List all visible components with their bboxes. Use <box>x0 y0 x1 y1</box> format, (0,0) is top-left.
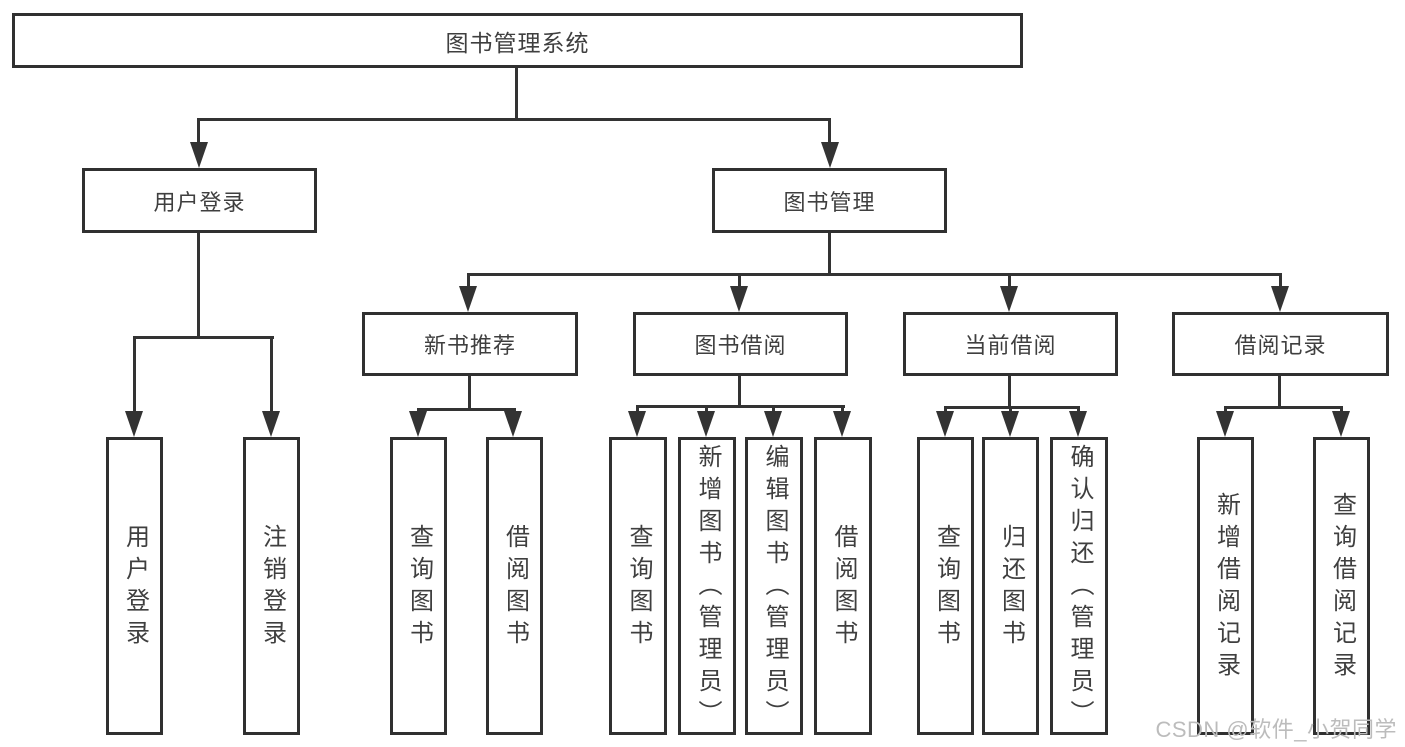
arrowhead-icon <box>190 142 208 168</box>
connector-stem <box>705 405 708 413</box>
node-current-borrowing: 当前借阅 <box>903 312 1118 376</box>
leaf-edit-book-admin: 编辑图书（管理员） <box>745 437 803 735</box>
arrowhead-icon <box>697 411 715 437</box>
leaf-borrow-books-borrow: 借阅图书 <box>814 437 872 735</box>
connector-stem <box>841 405 844 413</box>
leaf-query-books-borrow: 查询图书 <box>609 437 667 735</box>
leaf-add-borrow-record: 新增借阅记录 <box>1197 437 1254 735</box>
leaf-confirm-return-admin: 确认归还（管理员） <box>1050 437 1108 735</box>
leaf-query-books-current: 查询图书 <box>917 437 974 735</box>
connector-stem <box>133 336 136 413</box>
arrowhead-icon <box>821 142 839 168</box>
node-new-book-recommendation: 新书推荐 <box>362 312 578 376</box>
leaf-query-books-recommend: 查询图书 <box>390 437 447 735</box>
connector-stem <box>270 336 273 413</box>
arrowhead-icon <box>409 411 427 437</box>
connector-stem <box>1008 376 1011 408</box>
arrowhead-icon <box>764 411 782 437</box>
arrowhead-icon <box>730 286 748 312</box>
connector-level2-branch <box>197 118 831 121</box>
connector-stem <box>944 406 947 413</box>
arrowhead-icon <box>1000 286 1018 312</box>
leaf-query-borrow-record: 查询借阅记录 <box>1313 437 1370 735</box>
connector-stem <box>738 376 741 407</box>
connector-stem <box>636 405 639 413</box>
connector-stem <box>197 233 200 338</box>
node-library-management-system: 图书管理系统 <box>12 13 1023 68</box>
leaf-user-login: 用户登录 <box>106 437 163 735</box>
connector-stem <box>738 273 741 289</box>
connector-branch <box>133 336 274 339</box>
connector-stem <box>1224 406 1227 413</box>
arrowhead-icon <box>628 411 646 437</box>
connector-stem <box>772 405 775 413</box>
connector-stem <box>467 273 470 289</box>
connector-stem <box>1077 406 1080 413</box>
arrowhead-icon <box>125 411 143 437</box>
arrowhead-icon <box>1332 411 1350 437</box>
arrowhead-icon <box>1216 411 1234 437</box>
connector-stem <box>1278 376 1281 408</box>
connector-stem <box>1279 273 1282 289</box>
connector-stem <box>197 118 200 144</box>
node-user-login: 用户登录 <box>82 168 317 233</box>
connector-level3-branch <box>467 273 1282 276</box>
node-book-borrowing: 图书借阅 <box>633 312 848 376</box>
node-book-management: 图书管理 <box>712 168 947 233</box>
leaf-add-book-admin: 新增图书（管理员） <box>678 437 736 735</box>
connector-root-stem <box>515 68 518 121</box>
arrowhead-icon <box>936 411 954 437</box>
arrowhead-icon <box>262 411 280 437</box>
arrowhead-icon <box>1271 286 1289 312</box>
leaf-return-book: 归还图书 <box>982 437 1039 735</box>
connector-stem <box>1008 273 1011 289</box>
connector-stem <box>1340 406 1343 413</box>
leaf-borrow-books-recommend: 借阅图书 <box>486 437 543 735</box>
connector-branch <box>417 408 516 411</box>
node-borrowing-records: 借阅记录 <box>1172 312 1389 376</box>
arrowhead-icon <box>504 411 522 437</box>
connector-stem <box>828 233 831 275</box>
watermark: CSDN @软件_小贺同学 <box>1155 717 1397 742</box>
connector-branch <box>944 406 1080 409</box>
connector-stem <box>1009 406 1012 413</box>
arrowhead-icon <box>459 286 477 312</box>
arrowhead-icon <box>1069 411 1087 437</box>
connector-stem <box>468 376 471 410</box>
connector-branch <box>636 405 845 408</box>
connector-stem <box>828 118 831 144</box>
connector-branch <box>1224 406 1343 409</box>
arrowhead-icon <box>1001 411 1019 437</box>
arrowhead-icon <box>833 411 851 437</box>
leaf-logout: 注销登录 <box>243 437 300 735</box>
